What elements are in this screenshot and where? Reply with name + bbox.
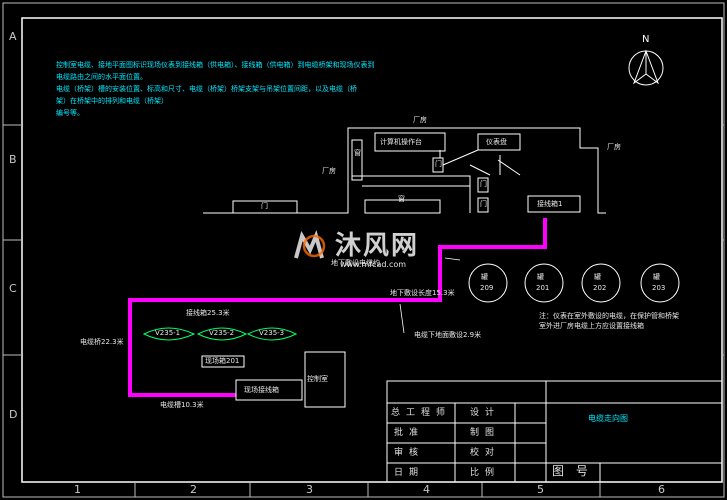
junction-box-1-label: 接线箱1 (537, 200, 563, 208)
north-arrow-icon (628, 49, 664, 86)
tank-202 (581, 263, 621, 303)
note-line-2: 电缆路由之间的水平面位置。 (56, 73, 147, 81)
cable-label-left-side: 电缆桥22.3米 (80, 338, 124, 346)
col-label-3: 3 (306, 483, 313, 496)
tank-209 (468, 263, 508, 303)
col-label-6: 6 (658, 483, 665, 496)
row-label-c: C (9, 282, 17, 295)
tank-203 (640, 263, 680, 303)
valve-label-3: V235-3 (259, 329, 285, 337)
watermark-brand: 沐风网 (335, 231, 420, 261)
review-label: 审核 (394, 448, 425, 458)
tank-number-3: 202 (593, 284, 607, 292)
design-label: 设计 (470, 408, 501, 418)
factory-label-right: 厂房 (607, 143, 621, 151)
factory-label-left: 厂房 (322, 167, 336, 175)
note-line-4: 架）在桥架中的排列和电缆（桥架） (56, 97, 168, 105)
cable-label-bottom: 电缆槽10.3米 (160, 401, 204, 409)
window-label-1: 窗 (354, 149, 361, 157)
approve-label: 批准 (394, 428, 425, 438)
valve-label-2: V235-2 (209, 329, 235, 337)
drawing-number-label: 图 号 (552, 464, 592, 478)
cable-label-mid: 地下敷设长度15.3米 (390, 289, 455, 297)
row-label-a: A (9, 30, 17, 43)
tank-201 (524, 263, 564, 303)
check-label: 校对 (470, 448, 501, 458)
computer-console-label: 计算机操作台 (380, 138, 422, 146)
watermark-url: www.mfcad.com (340, 260, 407, 269)
instrument-panel-label: 仪表盘 (486, 138, 507, 146)
date-label: 日期 (394, 468, 425, 478)
col-label-2: 2 (190, 483, 197, 496)
tank-note-line-2: 室外进厂房电缆上方应设置接线箱 (539, 322, 644, 330)
tank-number-2: 201 (536, 284, 550, 292)
cable-label-diagonal: 电缆下地面敷设2.9米 (414, 331, 482, 339)
col-label-5: 5 (537, 483, 544, 496)
field-junction-box (235, 379, 303, 401)
note-line-5: 编号等。 (56, 109, 84, 117)
title-block (386, 380, 723, 483)
factory-label-top: 厂房 (413, 116, 427, 124)
door-label-4: 门 (480, 200, 487, 208)
tank-name-4: 罐 (653, 273, 660, 281)
valve-shape-2 (196, 327, 248, 341)
chief-engineer-label: 总工程师 (391, 408, 452, 418)
row-label-d: D (9, 408, 18, 421)
tank-name-3: 罐 (594, 273, 601, 281)
col-label-4: 4 (423, 483, 430, 496)
note-line-1: 控制室电缆、接地平面图标识现场仪表到接线箱（供电箱）、接线箱（供电箱）到电缆桥架… (56, 61, 375, 69)
tank-name-1: 罐 (481, 273, 488, 281)
local-box-201 (201, 355, 245, 368)
valve-group (142, 327, 298, 341)
col-label-1: 1 (74, 483, 81, 496)
valve-shape-3 (246, 327, 298, 341)
project-title: 电缆走向图 (588, 414, 628, 423)
factory-building (203, 127, 606, 214)
tank-number-4: 203 (652, 284, 666, 292)
valve-shape-1 (142, 327, 196, 341)
door-label-2: 门 (435, 160, 442, 168)
field-box-label: 现场接线箱 (244, 386, 279, 394)
cable-label-upper: 地下敷设电缆约 (331, 259, 380, 267)
cable-label-left-top: 接线箱25.3米 (186, 309, 230, 317)
draw-label: 制图 (470, 428, 501, 438)
tank-note-line-1: 注：仪表在室外敷设的电缆，在保护管和桥架 (539, 312, 679, 320)
watermark-logo-icon (294, 229, 326, 259)
valve-label-1: V235-1 (155, 329, 181, 337)
row-label-b: B (9, 153, 17, 166)
control-room-label: 控制室 (307, 375, 328, 383)
scale-label: 比例 (470, 468, 501, 478)
window-label-2: 窗 (398, 195, 405, 203)
control-room (304, 351, 346, 408)
watermark-logo (292, 229, 332, 267)
cable-route-line[interactable] (128, 218, 547, 397)
north-label: N (642, 34, 650, 45)
tank-name-2: 罐 (537, 273, 544, 281)
note-line-3: 电缆（桥架）槽的安装位置、标高和尺寸、电缆（桥架）桥架支架与吊架位置间距，以及电… (56, 85, 357, 93)
door-label-3: 门 (480, 180, 487, 188)
local-box-label: 现场箱201 (205, 357, 240, 365)
door-label-1: 门 (261, 202, 268, 210)
tank-number-1: 209 (480, 284, 494, 292)
inner-frame (21, 17, 723, 483)
